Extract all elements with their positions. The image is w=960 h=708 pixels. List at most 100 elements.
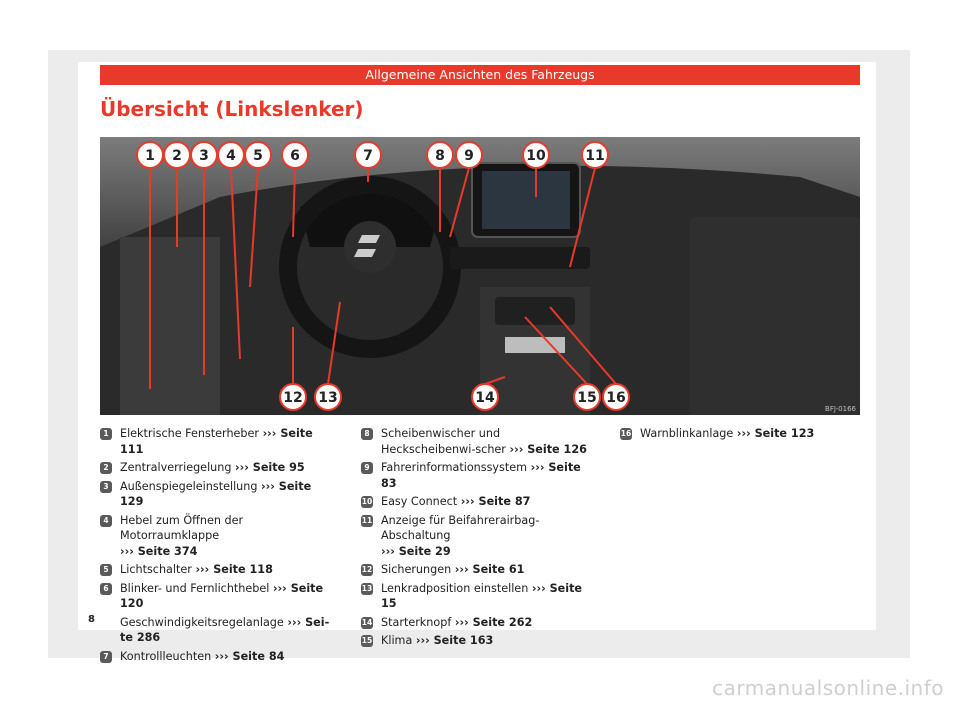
page-ref[interactable]: Seite 262 [472,615,533,629]
page-ref[interactable]: Sei-te 286 [120,615,330,645]
item-text: Hebel zum Öffnen der Motorraumklappe [120,513,244,543]
page-ref[interactable]: Seite 163 [433,634,494,647]
arrow-glyph: ››› [460,495,475,508]
page-ref[interactable]: Seite 83 [381,461,581,490]
figure-code: BFJ-0166 [825,405,856,413]
item-number: 7 [100,650,112,663]
seat-logo-icon [354,235,380,257]
watermark: carmanualsonline.info [712,676,944,700]
page-ref[interactable]: Seite 123 [754,427,815,440]
legend-item-4: 4 Hebel zum Öffnen der Motorraumklappe›››… [100,513,332,560]
page-ref[interactable]: Seite 120 [120,581,324,611]
page-ref[interactable]: Seite 84 [232,649,285,663]
item-text: Lenkradposition einstellen [381,581,529,595]
callout-label-1: 1 [145,148,155,164]
callout-leader-6 [292,167,296,238]
callout-label-2: 2 [172,148,182,164]
callout-label-13: 13 [318,390,337,406]
arrow-glyph: ››› [235,461,249,474]
item-text: Kontrollleuchten [120,649,212,663]
item-number: 1 [100,428,112,440]
page-ref[interactable]: Seite 87 [478,495,531,508]
item-text: Anzeige für Beifahrerairbag-Abschaltung [381,513,540,543]
page-ref[interactable]: Seite 126 [527,442,587,456]
item-text: Starterknopf [381,615,452,629]
page-ref[interactable]: Seite 95 [252,461,305,474]
item-text: Easy Connect [381,495,458,508]
arrow-glyph: ››› [262,427,277,440]
arrow-glyph: ››› [736,427,751,440]
climate-panel [495,297,575,325]
page-ref[interactable]: Seite 15 [381,581,583,611]
item-number: 13 [361,582,373,595]
legend-item-14: 14 Starterknopf ››› Seite 262 [361,615,593,631]
arrow-glyph: ››› [261,479,275,493]
callout-label-5: 5 [253,148,263,164]
air-vents [450,247,590,269]
item-number: 11 [361,514,373,527]
callout-leader-15 [524,316,588,385]
item-text: Zentralverriegelung [120,461,232,474]
callout-circle-10 [522,141,550,169]
legend-item-10: 10 Easy Connect ››› Seite 87 [361,494,593,510]
item-text: Warnblinkanlage [640,427,734,440]
callout-label-6: 6 [290,148,300,164]
callout-label-16: 16 [606,390,625,406]
legend-column-3: 16 Warnblinkanlage ››› Seite 123 [620,426,852,445]
arrow-glyph: ››› [531,581,546,595]
steering-hub [344,221,396,273]
item-number: 4 [100,514,112,527]
callout-circle-9 [455,141,483,169]
callout-circle-12 [279,383,307,411]
page-ref[interactable]: Seite 111 [120,427,313,456]
item-text: Sicherungen [381,563,452,576]
callout-leader-4 [230,167,241,360]
page-ref[interactable]: Seite 374 [137,544,198,558]
arrow-glyph: ››› [120,544,134,558]
page-ref[interactable]: Seite 129 [120,479,312,509]
callout-leader-11 [569,167,596,268]
callout-circle-6 [281,141,309,169]
item-text: Elektrische Fensterheber [120,427,259,440]
legend-item-11: 11 Anzeige für Beifahrerairbag-Abschaltun… [361,513,593,560]
page-ref[interactable]: Seite 29 [398,544,451,558]
callout-circle-16 [602,383,630,411]
callout-label-11: 11 [585,148,604,164]
item-number: 10 [361,496,373,508]
page-ref[interactable]: Seite 61 [472,563,525,576]
callout-label-10: 10 [526,148,546,164]
arrow-glyph: ››› [454,615,469,629]
callout-circle-14 [471,383,499,411]
callout-circle-5 [244,141,272,169]
item-number: 14 [361,616,373,629]
callout-label-3: 3 [199,148,209,164]
page-ref[interactable]: Seite 118 [213,563,273,576]
arrow-glyph: ››› [415,634,430,647]
item-text: Lichtschalter [120,563,192,576]
passenger-door [690,217,860,415]
callout-circle-8 [426,141,454,169]
arrow-glyph: ››› [195,563,210,576]
arrow-glyph: ››› [272,581,287,595]
item-text: Geschwindigkeitsregelanlage [120,615,284,629]
legend-subitem-6: Geschwindigkeitsregelanlage ››› Sei-te 2… [120,615,332,646]
callout-leader-5 [249,167,259,288]
callout-circle-13 [314,383,342,411]
legend-item-2: 2 Zentralverriegelung ››› Seite 95 [100,460,332,476]
item-number: 2 [100,462,112,474]
dashboard-illustration [100,162,860,415]
item-number: 16 [620,428,632,440]
callout-leader-16 [549,306,617,385]
callout-leader-9 [449,167,470,238]
